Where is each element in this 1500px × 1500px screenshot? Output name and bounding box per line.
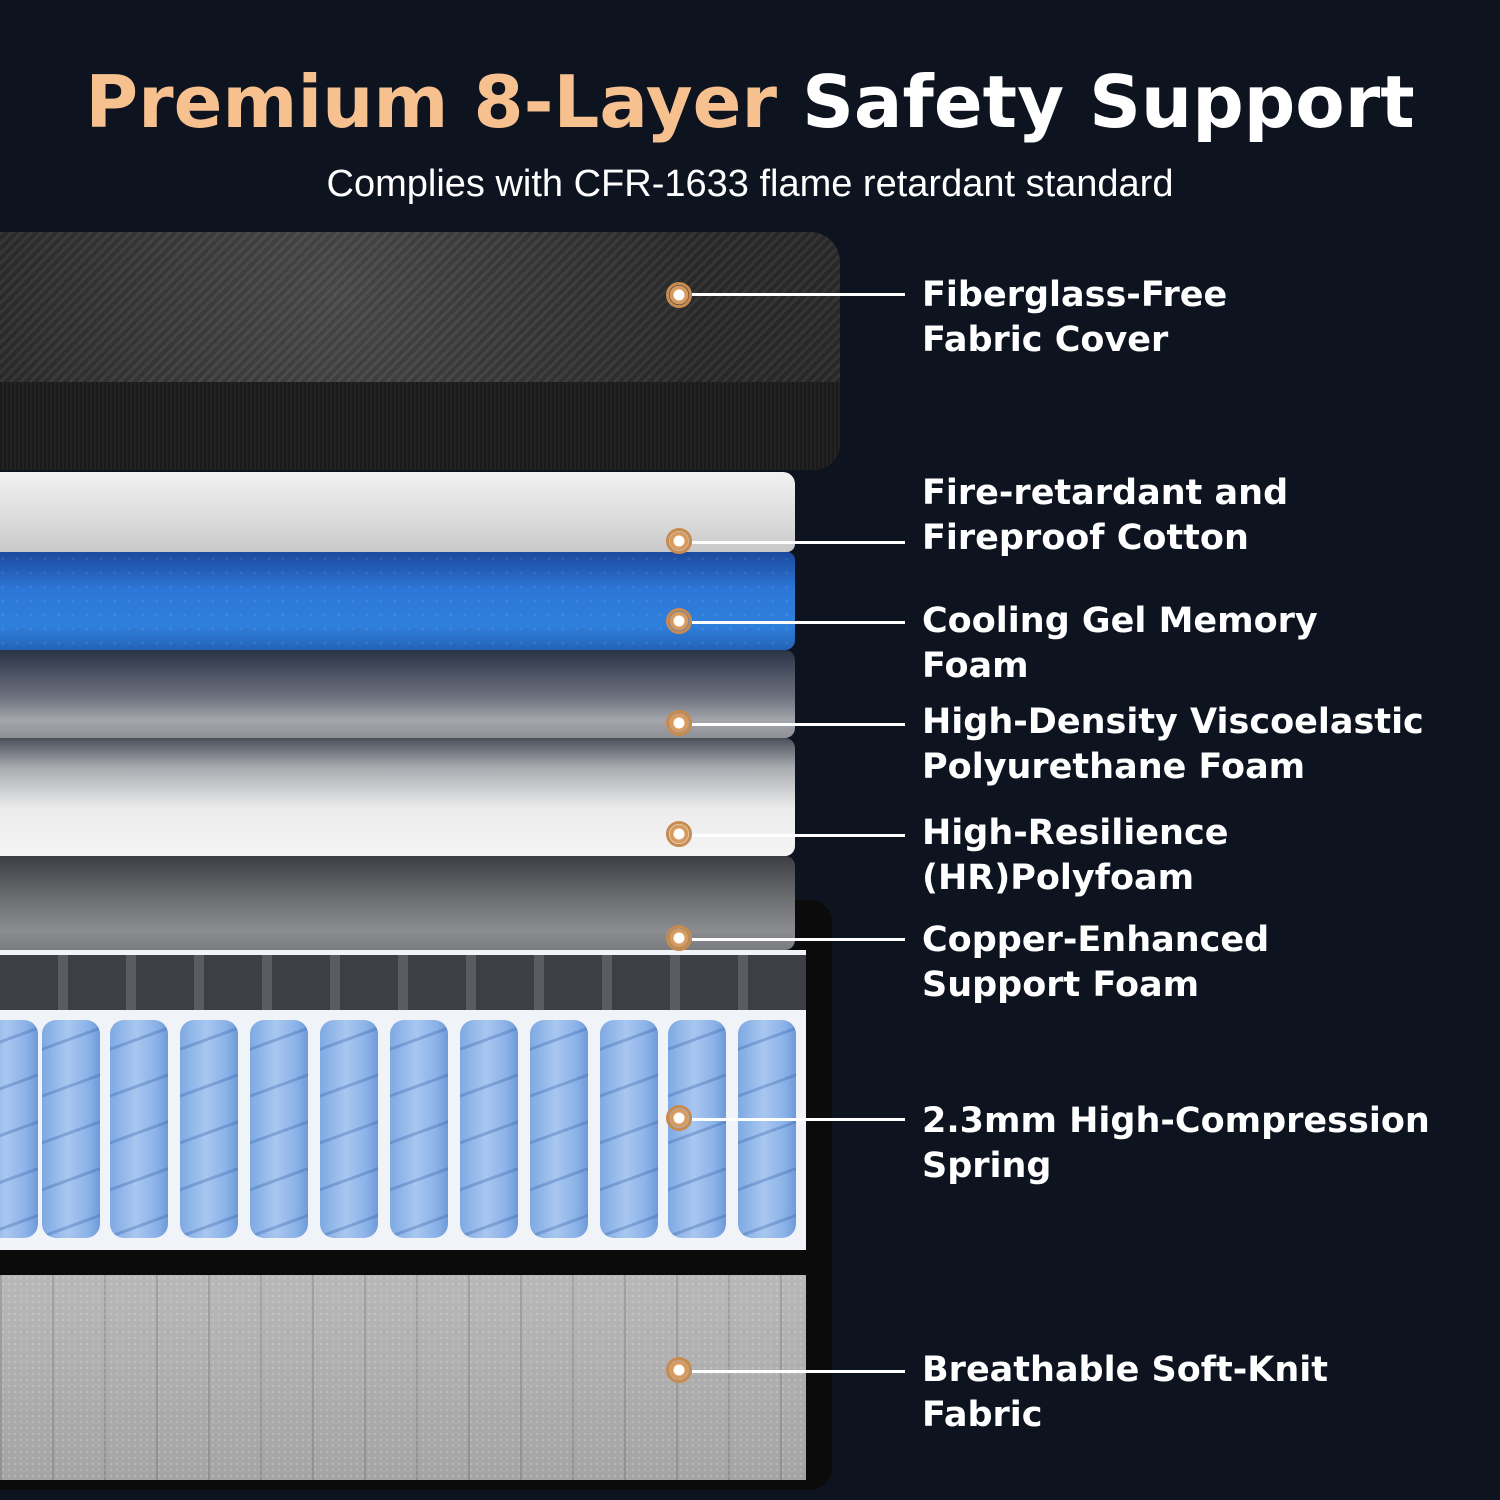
label-line: Fabric — [922, 1395, 1043, 1435]
callout-marker-icon — [666, 925, 692, 951]
gel-foam-layer — [0, 552, 795, 650]
label-line: Breathable Soft-Knit — [922, 1350, 1329, 1390]
spring-coil — [0, 1020, 38, 1238]
layer-label-gel: Cooling Gel Memory Foam — [922, 599, 1318, 689]
label-line: Support Foam — [922, 965, 1200, 1005]
label-line: Fireproof Cotton — [922, 518, 1249, 558]
cotton-layer — [0, 472, 795, 552]
label-line: Fire-retardant and — [922, 473, 1289, 513]
subtitle: Complies with CFR-1633 flame retardant s… — [326, 163, 1174, 205]
callout-marker-icon — [666, 528, 692, 554]
spring-coil — [42, 1020, 100, 1238]
callout-marker-icon — [666, 1105, 692, 1131]
copper-foam-layer — [0, 856, 795, 950]
title-rest: Safety Support — [802, 60, 1415, 144]
callout-marker-icon — [666, 710, 692, 736]
callout-marker-icon — [666, 821, 692, 847]
layer-label-hr: High-Resilience (HR)Polyfoam — [922, 811, 1228, 901]
visco-foam-layer — [0, 650, 795, 738]
layer-label-copper: Copper-Enhanced Support Foam — [922, 918, 1269, 1008]
label-line: Spring — [922, 1146, 1052, 1186]
cover-top — [0, 232, 840, 382]
label-line: Fabric Cover — [922, 320, 1169, 360]
callout-line — [692, 938, 905, 941]
callout-line — [692, 1370, 905, 1373]
callout-marker-icon — [666, 608, 692, 634]
label-line: Copper-Enhanced — [922, 920, 1270, 960]
spring-coil — [250, 1020, 308, 1238]
spring-coil — [320, 1020, 378, 1238]
callout-line — [692, 1118, 905, 1121]
label-line: High-Density Viscoelastic — [922, 702, 1424, 742]
label-line: (HR)Polyfoam — [922, 858, 1195, 898]
spring-coil — [600, 1020, 658, 1238]
callout-line — [692, 621, 905, 624]
callout-marker-icon — [666, 1357, 692, 1383]
page-title: Premium 8-Layer Safety Support — [0, 60, 1500, 144]
spring-coil — [738, 1020, 796, 1238]
layer-label-knit: Breathable Soft-Knit Fabric — [922, 1348, 1328, 1438]
label-line: High-Resilience — [922, 813, 1229, 853]
layer-label-cotton: Fire-retardant and Fireproof Cotton — [922, 471, 1288, 561]
callout-line — [692, 541, 905, 544]
layer-label-cover: Fiberglass-Free Fabric Cover — [922, 273, 1227, 363]
spring-coil — [460, 1020, 518, 1238]
pocket-springs — [0, 1008, 806, 1240]
hr-foam-layer — [0, 738, 795, 856]
callout-line — [692, 723, 905, 726]
layer-label-visco: High-Density Viscoelastic Polyurethane F… — [922, 700, 1424, 790]
spring-coil — [110, 1020, 168, 1238]
spring-coil — [530, 1020, 588, 1238]
label-line: Fiberglass-Free — [922, 275, 1228, 315]
title-accent: Premium 8-Layer — [85, 60, 777, 144]
label-line: Foam — [922, 646, 1029, 686]
callout-line — [692, 293, 905, 296]
spring-coil — [180, 1020, 238, 1238]
coil-row-back — [0, 955, 806, 1010]
cover-side — [0, 370, 840, 470]
callout-marker-icon — [666, 282, 692, 308]
label-line: Polyurethane Foam — [922, 747, 1306, 787]
label-line: 2.3mm High-Compression — [922, 1101, 1430, 1141]
spring-coil — [390, 1020, 448, 1238]
label-line: Cooling Gel Memory — [922, 601, 1318, 641]
callout-line — [692, 834, 905, 837]
layer-label-spring: 2.3mm High-Compression Spring — [922, 1099, 1430, 1189]
